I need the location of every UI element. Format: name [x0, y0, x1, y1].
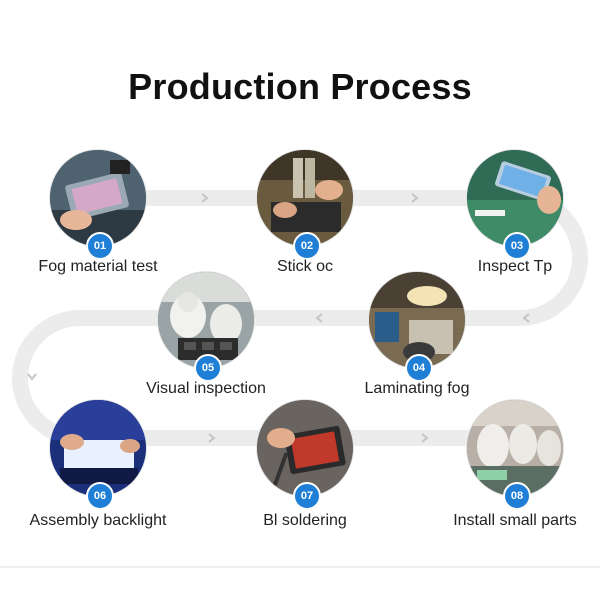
- step-label-install-small-parts: Install small parts: [453, 512, 577, 529]
- step-number-badge: 07: [293, 482, 321, 510]
- flow-arrow-1: [201, 193, 209, 203]
- flow-arrow-5: [27, 373, 37, 381]
- step-label-stick-oc: Stick oc: [276, 258, 333, 275]
- step-number-badge: 01: [86, 232, 114, 260]
- step-number-badge: 05: [194, 354, 222, 382]
- step-label-visual-inspection: Visual inspection: [146, 380, 266, 397]
- page-title: Production Process: [128, 66, 472, 107]
- step-photo-install-small-parts: [467, 400, 563, 496]
- step-photo-bl-soldering: [257, 400, 353, 496]
- step-label-inspect-tp: Inspect Tp: [477, 258, 553, 275]
- flow-arrow-4: [315, 313, 323, 323]
- step-number-badge: 03: [503, 232, 531, 260]
- step-label-laminating-fog: Laminating fog: [364, 380, 470, 397]
- step-photo-laminating-fog: [369, 272, 465, 368]
- step-label-bl-soldering: Bl soldering: [263, 512, 347, 529]
- step-photo-visual-inspection: [158, 272, 254, 368]
- flow-arrow-2: [411, 193, 419, 203]
- step-photo-stick-oc: [257, 150, 353, 246]
- step-photo-fog-material-test: [50, 150, 146, 246]
- step-photo-assembly-backlight: [50, 400, 146, 496]
- step-number-badge: 06: [86, 482, 114, 510]
- step-number-badge: 04: [405, 354, 433, 382]
- flow-arrow-7: [421, 433, 429, 443]
- step-label-fog-material-test: Fog material test: [38, 258, 158, 275]
- step-number-badge: 08: [503, 482, 531, 510]
- bottom-divider: [0, 566, 600, 568]
- track-path: [12, 190, 588, 446]
- flow-arrow-6: [208, 433, 216, 443]
- step-number-badge: 02: [293, 232, 321, 260]
- step-label-assembly-backlight: Assembly backlight: [29, 512, 167, 529]
- flow-arrow-3: [522, 313, 530, 323]
